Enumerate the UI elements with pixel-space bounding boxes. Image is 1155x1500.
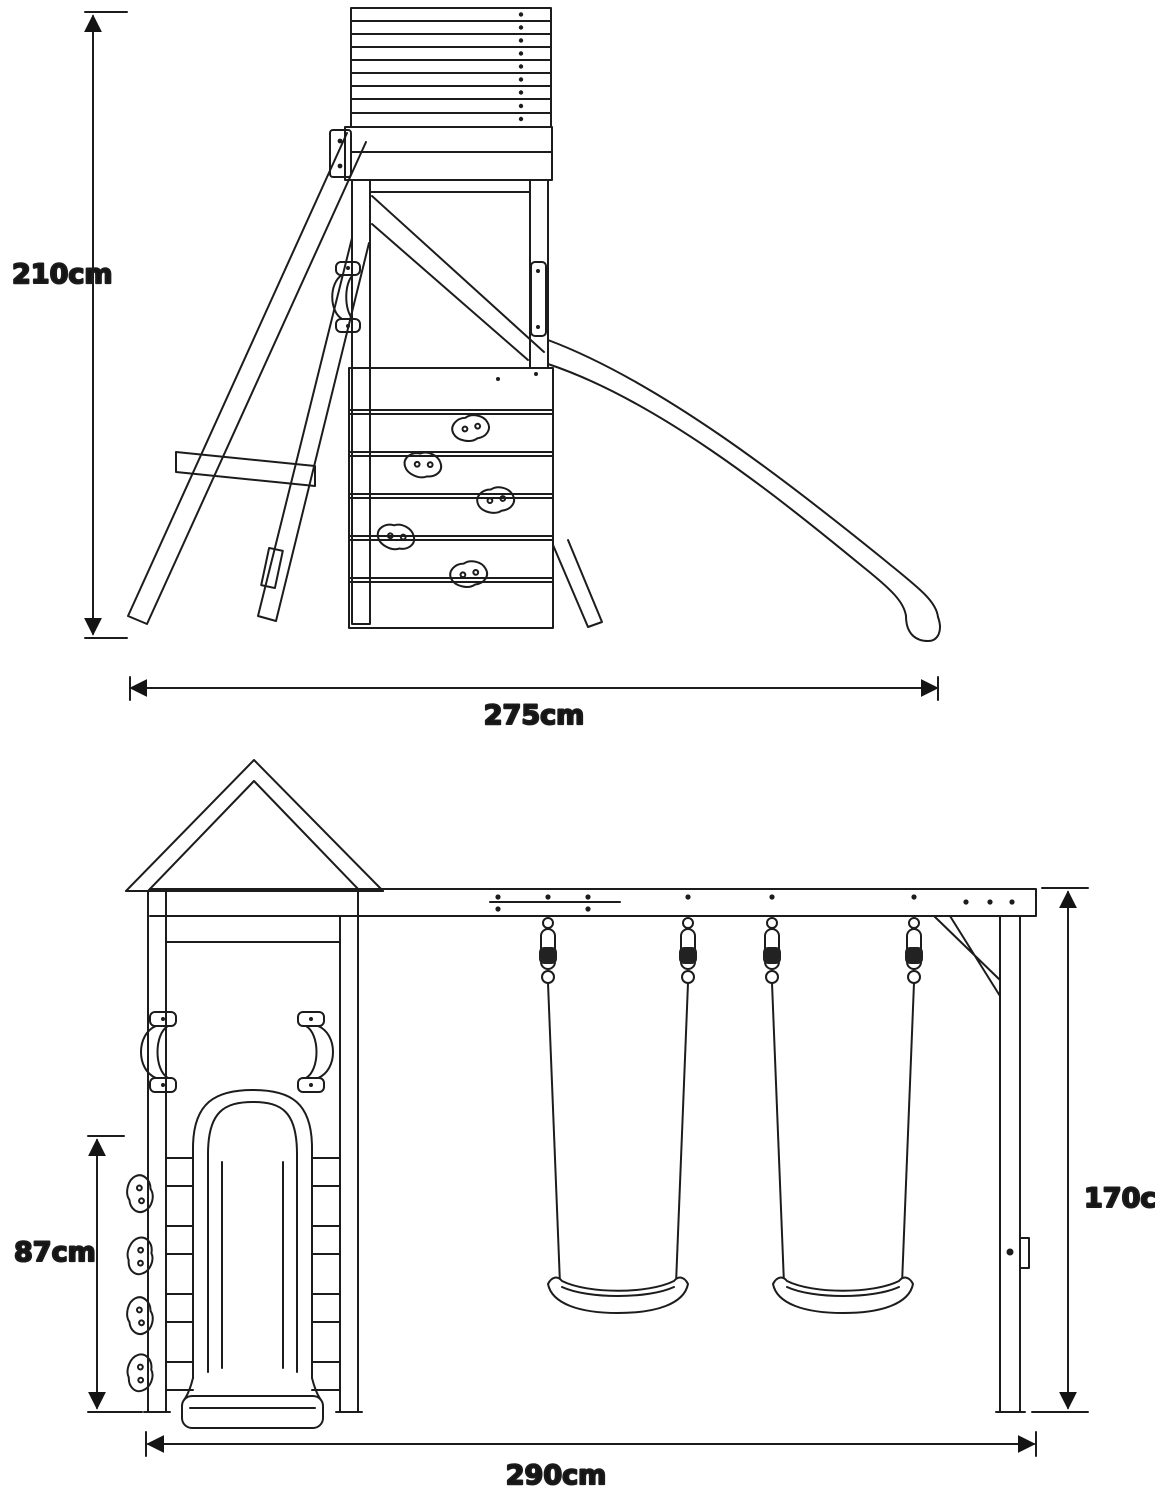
slide-foot-strut — [552, 539, 603, 628]
a-frame-crossbar — [175, 451, 316, 487]
beam-bolts — [495, 894, 1015, 912]
swing-ropes — [771, 982, 915, 1285]
rear-a-frame-leg — [257, 237, 370, 622]
side-slide — [547, 339, 941, 642]
side-tower-frame — [127, 132, 549, 625]
front-wall-planks — [165, 1157, 341, 1391]
climbing-step — [124, 1173, 156, 1215]
side-view: 210cm — [11, 7, 941, 732]
roof-plank-screws — [518, 12, 524, 122]
front-view: 87cm 170cm 290cm — [13, 759, 1155, 1492]
swing-ropes — [547, 982, 689, 1285]
front-width-label: 290cm — [506, 1460, 607, 1491]
side-roof-planks — [350, 7, 552, 128]
front-frame-post — [933, 915, 1030, 1413]
front-dim-climb-height: 87cm — [13, 1135, 143, 1413]
front-a-frame-leg — [127, 132, 367, 625]
climbing-hold — [448, 558, 490, 590]
climbing-hold — [449, 412, 492, 445]
climbing-step — [124, 1235, 156, 1277]
swing-hanger-icon — [678, 917, 698, 984]
climbing-hold — [475, 484, 517, 516]
front-roof — [125, 759, 384, 892]
climbing-hold — [402, 449, 444, 481]
swing-seat — [772, 1276, 914, 1314]
side-grab-handle — [331, 261, 361, 333]
front-grab-handles — [140, 1011, 334, 1093]
front-climb-height-label: 87cm — [14, 1237, 96, 1268]
front-swing-right — [762, 917, 924, 1314]
front-slide — [181, 1089, 324, 1429]
front-frame-height-label: 170cm — [1084, 1183, 1155, 1214]
front-dim-width: 290cm — [145, 1431, 1037, 1492]
side-dim-width: 275cm — [129, 676, 939, 732]
front-climbing-steps — [124, 1173, 156, 1393]
climbing-step — [125, 1352, 155, 1393]
slide-support-brace — [371, 195, 545, 361]
side-width-label: 275cm — [484, 700, 585, 731]
swing-hanger-icon — [762, 917, 782, 984]
climbing-step — [124, 1295, 156, 1337]
front-tower — [143, 890, 363, 1413]
front-swing-left — [538, 917, 698, 1314]
swing-hanger-icon — [538, 917, 558, 984]
front-swing-beam — [149, 888, 1037, 917]
swing-seat — [547, 1276, 689, 1314]
front-dim-frame-height: 170cm — [1031, 887, 1155, 1413]
side-slide-mount — [530, 261, 547, 337]
side-platform — [329, 126, 553, 181]
side-height-label: 210cm — [12, 259, 113, 290]
swing-hanger-icon — [904, 917, 924, 984]
side-dim-height: 210cm — [11, 11, 128, 639]
side-climbing-wall — [348, 367, 554, 629]
